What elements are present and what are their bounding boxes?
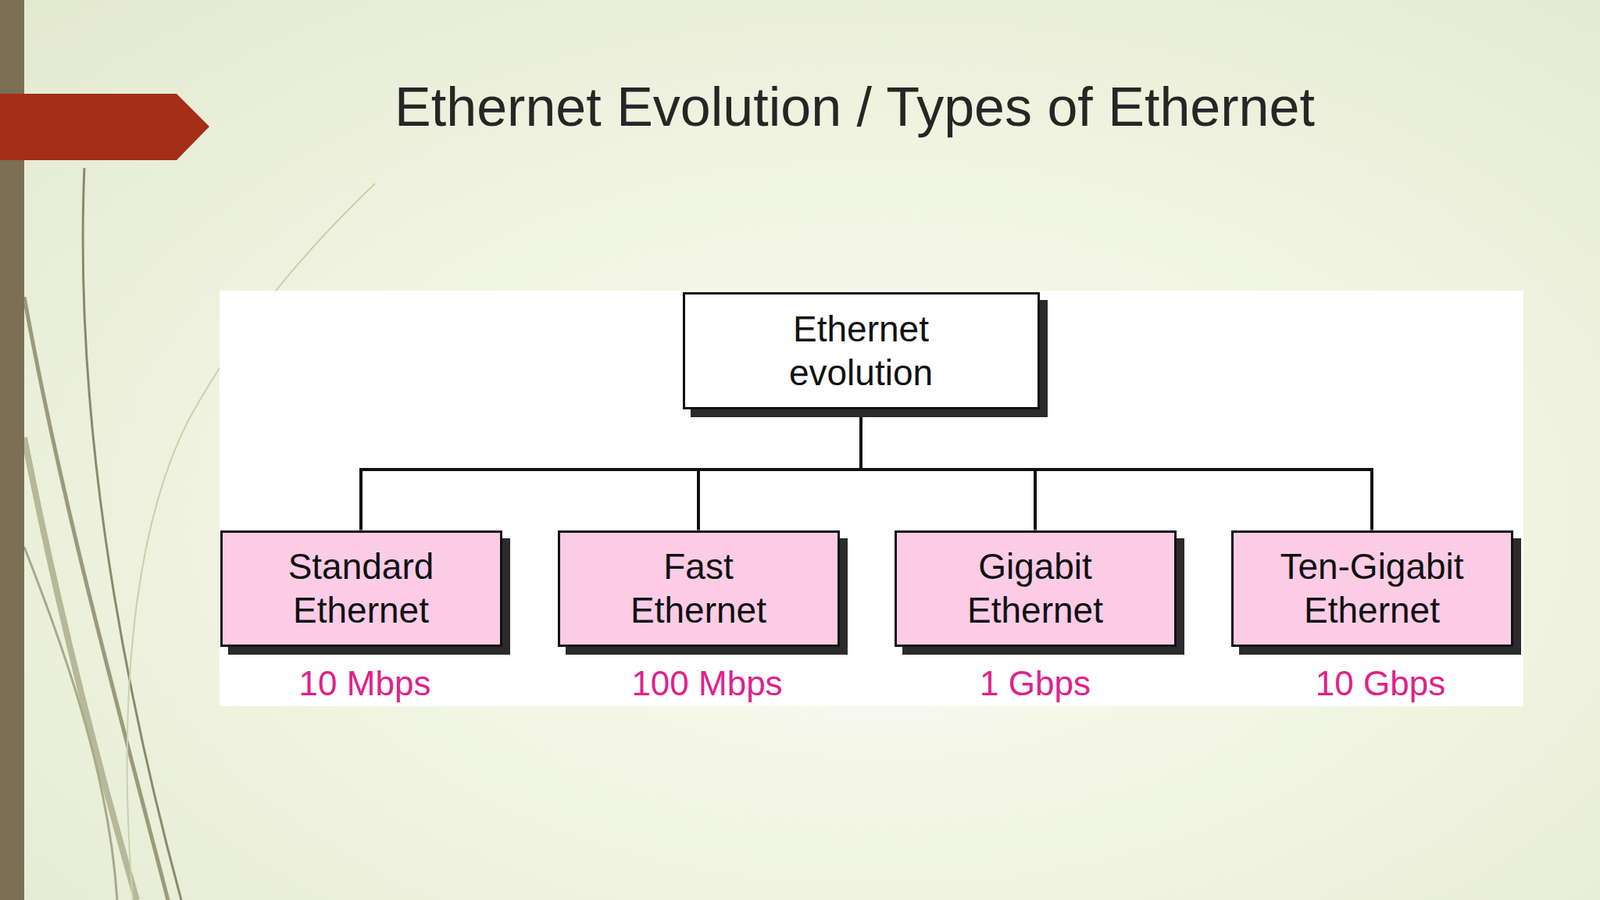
box-label: Gigabit Ethernet [932, 544, 1138, 633]
type-box: Standard Ethernet [220, 530, 503, 647]
type-box: Ten-Gigabit Ethernet [1231, 530, 1514, 647]
tree-connector [698, 409, 861, 531]
box-label: Fast Ethernet [596, 544, 801, 633]
speed-label: 10 Mbps [299, 664, 432, 704]
tree-connector [360, 409, 861, 531]
root-box: Ethernet evolution [682, 292, 1040, 410]
deco-curve [24, 546, 118, 900]
box-label: Ethernet evolution [758, 307, 964, 395]
title-arrow [0, 93, 210, 161]
slide-title: Ethernet Evolution / Types of Ethernet [394, 75, 1315, 139]
deco-curve [24, 437, 137, 900]
deco-curve [82, 167, 182, 900]
box-label: Standard Ethernet [258, 544, 464, 633]
box-label: Ten-Gigabit Ethernet [1269, 544, 1475, 633]
type-box: Fast Ethernet [557, 530, 840, 647]
type-box: Gigabit Ethernet [894, 530, 1177, 647]
tree-connector [860, 409, 1372, 531]
deco-curve [24, 296, 168, 900]
speed-label: 100 Mbps [631, 664, 783, 704]
speed-label: 10 Gbps [1315, 664, 1446, 704]
tree-connector [860, 409, 1036, 531]
speed-label: 1 Gbps [979, 664, 1091, 704]
